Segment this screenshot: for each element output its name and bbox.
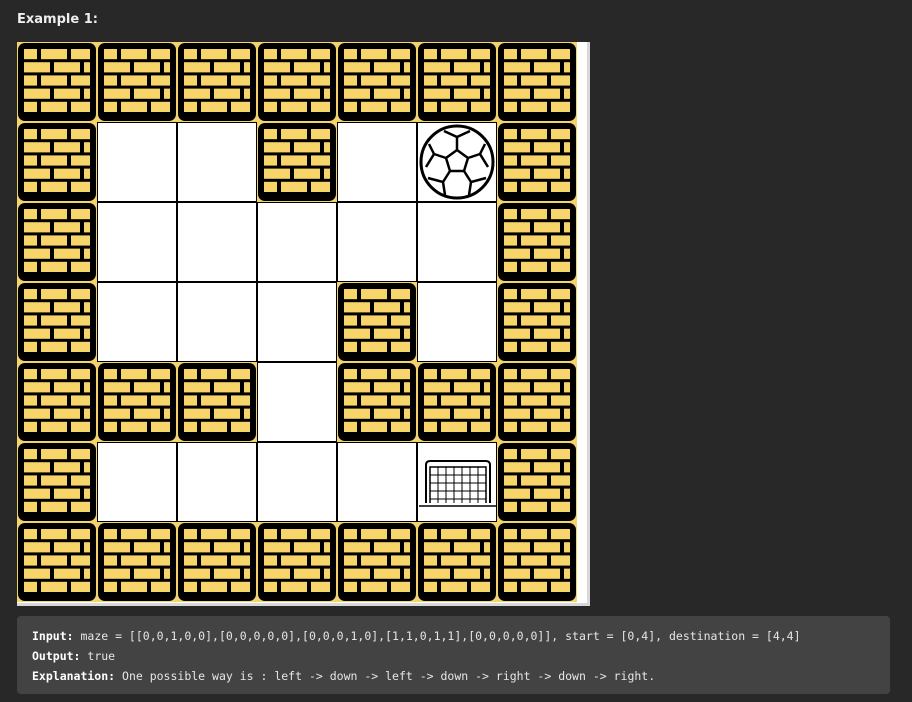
brick-wall-icon [257,522,337,602]
input-value: maze = [[0,0,1,0,0],[0,0,0,0,0],[0,0,0,1… [73,629,801,643]
brick-wall-icon [17,362,97,442]
maze-cell [177,202,257,282]
brick-wall-icon [177,362,257,442]
example-title: Example 1: [17,12,98,27]
explanation-label: Explanation: [32,669,116,683]
brick-wall-icon [417,42,497,122]
maze-cell [97,122,177,202]
brick-wall-icon [497,522,577,602]
maze-cell [337,202,417,282]
maze-cell [97,442,177,522]
input-line: Input: maze = [[0,0,1,0,0],[0,0,0,0,0],[… [32,626,875,646]
maze-cell [337,442,417,522]
maze-cell [417,202,497,282]
output-value: true [80,649,116,663]
brick-wall-icon [337,282,417,362]
maze-cell [417,122,497,202]
brick-wall-icon [337,42,417,122]
brick-wall-icon [497,362,577,442]
brick-wall-icon [17,442,97,522]
input-label: Input: [32,629,74,643]
maze-cell [417,282,497,362]
brick-wall-icon [497,442,577,522]
brick-wall-icon [17,122,97,202]
maze-cell [177,122,257,202]
brick-wall-icon [97,42,177,122]
maze-cell [97,282,177,362]
brick-wall-icon [17,282,97,362]
brick-wall-icon [417,522,497,602]
maze-figure [17,42,590,606]
output-label: Output: [32,649,81,663]
maze-cell [177,282,257,362]
brick-wall-icon [497,282,577,362]
brick-wall-icon [337,362,417,442]
maze-cell [257,202,337,282]
maze-cell [257,442,337,522]
maze-cell [417,442,497,522]
maze-cell [337,122,417,202]
brick-wall-icon [17,202,97,282]
brick-wall-icon [17,522,97,602]
brick-wall-icon [97,522,177,602]
maze-cell [257,362,337,442]
brick-wall-icon [17,42,97,122]
brick-wall-icon [417,362,497,442]
output-line: Output: true [32,646,875,666]
brick-wall-icon [497,202,577,282]
brick-wall-icon [257,42,337,122]
maze-cell [177,442,257,522]
explanation-line: Explanation: One possible way is : left … [32,666,875,686]
brick-wall-icon [497,42,577,122]
brick-wall-icon [257,122,337,202]
brick-wall-icon [337,522,417,602]
maze-cell [97,202,177,282]
maze-grid [17,42,577,602]
brick-wall-icon [177,42,257,122]
explanation-value: One possible way is : left -> down -> le… [115,669,656,683]
brick-wall-icon [497,122,577,202]
maze-cell [257,282,337,362]
brick-wall-icon [97,362,177,442]
example-code-block: Input: maze = [[0,0,1,0,0],[0,0,0,0,0],[… [17,616,890,694]
brick-wall-icon [177,522,257,602]
